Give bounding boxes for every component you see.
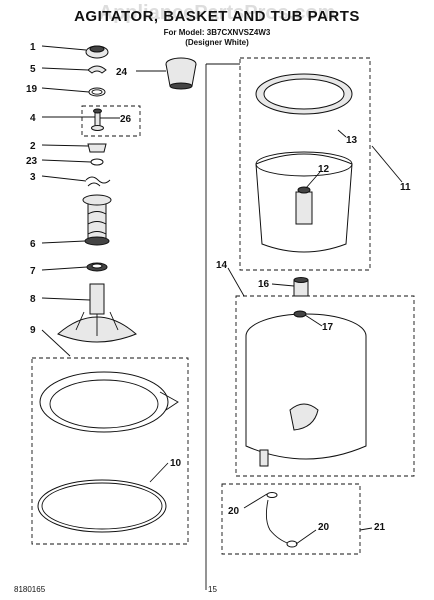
part-outer-tub bbox=[235, 295, 415, 477]
part-agitator-cap bbox=[85, 45, 109, 59]
part-agitator-base bbox=[57, 283, 137, 343]
callout-21: 21 bbox=[374, 522, 386, 533]
part-basket-assembly bbox=[239, 57, 371, 271]
model-line: For Model: 3B7CXNVSZ4W3 bbox=[163, 28, 271, 37]
part-hub bbox=[293, 277, 309, 297]
page-title: AGITATOR, BASKET AND TUB PARTS bbox=[74, 8, 360, 25]
callout-8: 8 bbox=[30, 294, 36, 305]
callout-24: 24 bbox=[116, 67, 128, 78]
callout-11: 11 bbox=[400, 182, 411, 193]
callout-12: 12 bbox=[318, 164, 330, 175]
callout-9: 9 bbox=[30, 325, 36, 336]
callout-19: 19 bbox=[26, 84, 38, 95]
part-drain-hose bbox=[221, 483, 361, 555]
footer-part-number: 8180165 bbox=[14, 585, 46, 594]
part-softener-dispenser bbox=[165, 57, 197, 90]
part-clip bbox=[87, 65, 107, 74]
callout-13: 13 bbox=[346, 135, 358, 146]
callout-20-lower: 20 bbox=[318, 522, 330, 533]
part-bearing bbox=[86, 262, 108, 272]
part-seal-ring bbox=[88, 87, 106, 97]
part-washer bbox=[90, 158, 104, 166]
part-spring-clip bbox=[85, 176, 111, 187]
part-gasket bbox=[37, 479, 167, 533]
callout-10: 10 bbox=[170, 458, 182, 469]
callout-20-upper: 20 bbox=[228, 506, 240, 517]
callout-1: 1 bbox=[30, 42, 36, 53]
watermark-text: AppliancePartsPros.com bbox=[98, 2, 336, 24]
part-nut bbox=[87, 143, 107, 153]
callout-4: 4 bbox=[30, 113, 36, 124]
callout-23: 23 bbox=[26, 156, 38, 167]
part-bolt-kit bbox=[81, 105, 141, 137]
callout-26: 26 bbox=[120, 114, 132, 125]
callout-3: 3 bbox=[30, 172, 36, 183]
callout-14: 14 bbox=[216, 260, 228, 271]
callout-16: 16 bbox=[258, 279, 270, 290]
callout-2: 2 bbox=[30, 141, 36, 152]
callout-17: 17 bbox=[322, 322, 334, 333]
part-auger bbox=[82, 194, 112, 246]
color-line: (Designer White) bbox=[185, 38, 249, 47]
callout-5: 5 bbox=[30, 64, 36, 75]
part-tub-ring bbox=[31, 357, 189, 545]
callout-7: 7 bbox=[30, 266, 36, 277]
leader-lines bbox=[41, 45, 403, 545]
callout-6: 6 bbox=[30, 239, 36, 250]
footer-page-number: 15 bbox=[208, 585, 217, 594]
